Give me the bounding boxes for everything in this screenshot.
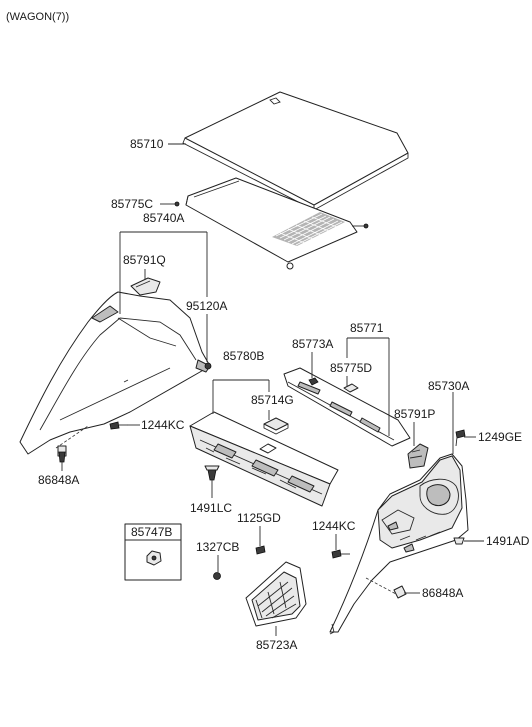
label-85775d: 85775D <box>330 361 372 375</box>
part-85775d-cap <box>343 383 359 393</box>
part-1249ge-screw <box>455 429 466 447</box>
leader-lines <box>61 143 484 636</box>
diagram-title: (WAGON(7)) <box>6 11 69 23</box>
label-85723a: 85723A <box>256 638 297 652</box>
part-left-quarter-trim-panel <box>19 291 211 455</box>
part-labels: 85710 85775C 85740A 85791Q 95120A 85780B… <box>38 137 530 652</box>
label-85780b: 85780B <box>223 349 264 363</box>
label-85791q: 85791Q <box>123 253 166 267</box>
part-85780b-luggage-side-tray <box>189 411 339 507</box>
label-1244kc-right: 1244KC <box>312 519 356 533</box>
label-85747b: 85747B <box>131 525 172 539</box>
part-85747b-inset <box>124 523 182 581</box>
part-1244kc-right-screw <box>331 549 350 559</box>
label-85771: 85771 <box>350 321 384 335</box>
label-85740a: 85740A <box>143 211 184 225</box>
label-1125gd: 1125GD <box>237 511 281 525</box>
part-86848a-left-clip <box>57 445 67 463</box>
part-85773a-cap <box>308 377 319 386</box>
label-1244kc-left: 1244KC <box>141 418 185 432</box>
part-85771-transverse-trim <box>283 367 411 447</box>
part-85714g-cap <box>263 417 289 435</box>
label-1491ad: 1491AD <box>486 534 530 548</box>
part-1491lc-clip <box>204 465 220 481</box>
part-86848a-right-clip <box>393 585 407 599</box>
part-1327cb-nut <box>213 572 221 580</box>
part-85723a-side-cover <box>245 561 307 627</box>
part-85730a-right-quarter-trim <box>329 453 469 635</box>
tonneau-mesh-pattern <box>272 212 345 246</box>
label-85710: 85710 <box>130 137 164 151</box>
label-86848a-left: 86848A <box>38 473 79 487</box>
part-1491ad-clip <box>453 537 465 545</box>
part-1244kc-left-screw <box>109 421 128 430</box>
part-95120a-clip <box>204 362 212 370</box>
label-85791p: 85791P <box>394 407 435 421</box>
label-85714g: 85714G <box>251 393 294 407</box>
label-1327cb: 1327CB <box>196 540 239 554</box>
label-85730a: 85730A <box>428 379 469 393</box>
part-1125gd-screw <box>255 545 266 555</box>
label-85775c: 85775C <box>111 197 153 211</box>
part-85791q-cover-cap <box>130 277 161 296</box>
label-1249ge: 1249GE <box>478 430 522 444</box>
label-85773a: 85773A <box>292 337 333 351</box>
part-85791p-pad <box>407 443 429 469</box>
label-1491lc: 1491LC <box>190 501 232 515</box>
label-86848a-right: 86848A <box>422 586 463 600</box>
part-85710-cargo-floor-board <box>182 91 409 211</box>
label-95120a: 95120A <box>186 299 227 313</box>
